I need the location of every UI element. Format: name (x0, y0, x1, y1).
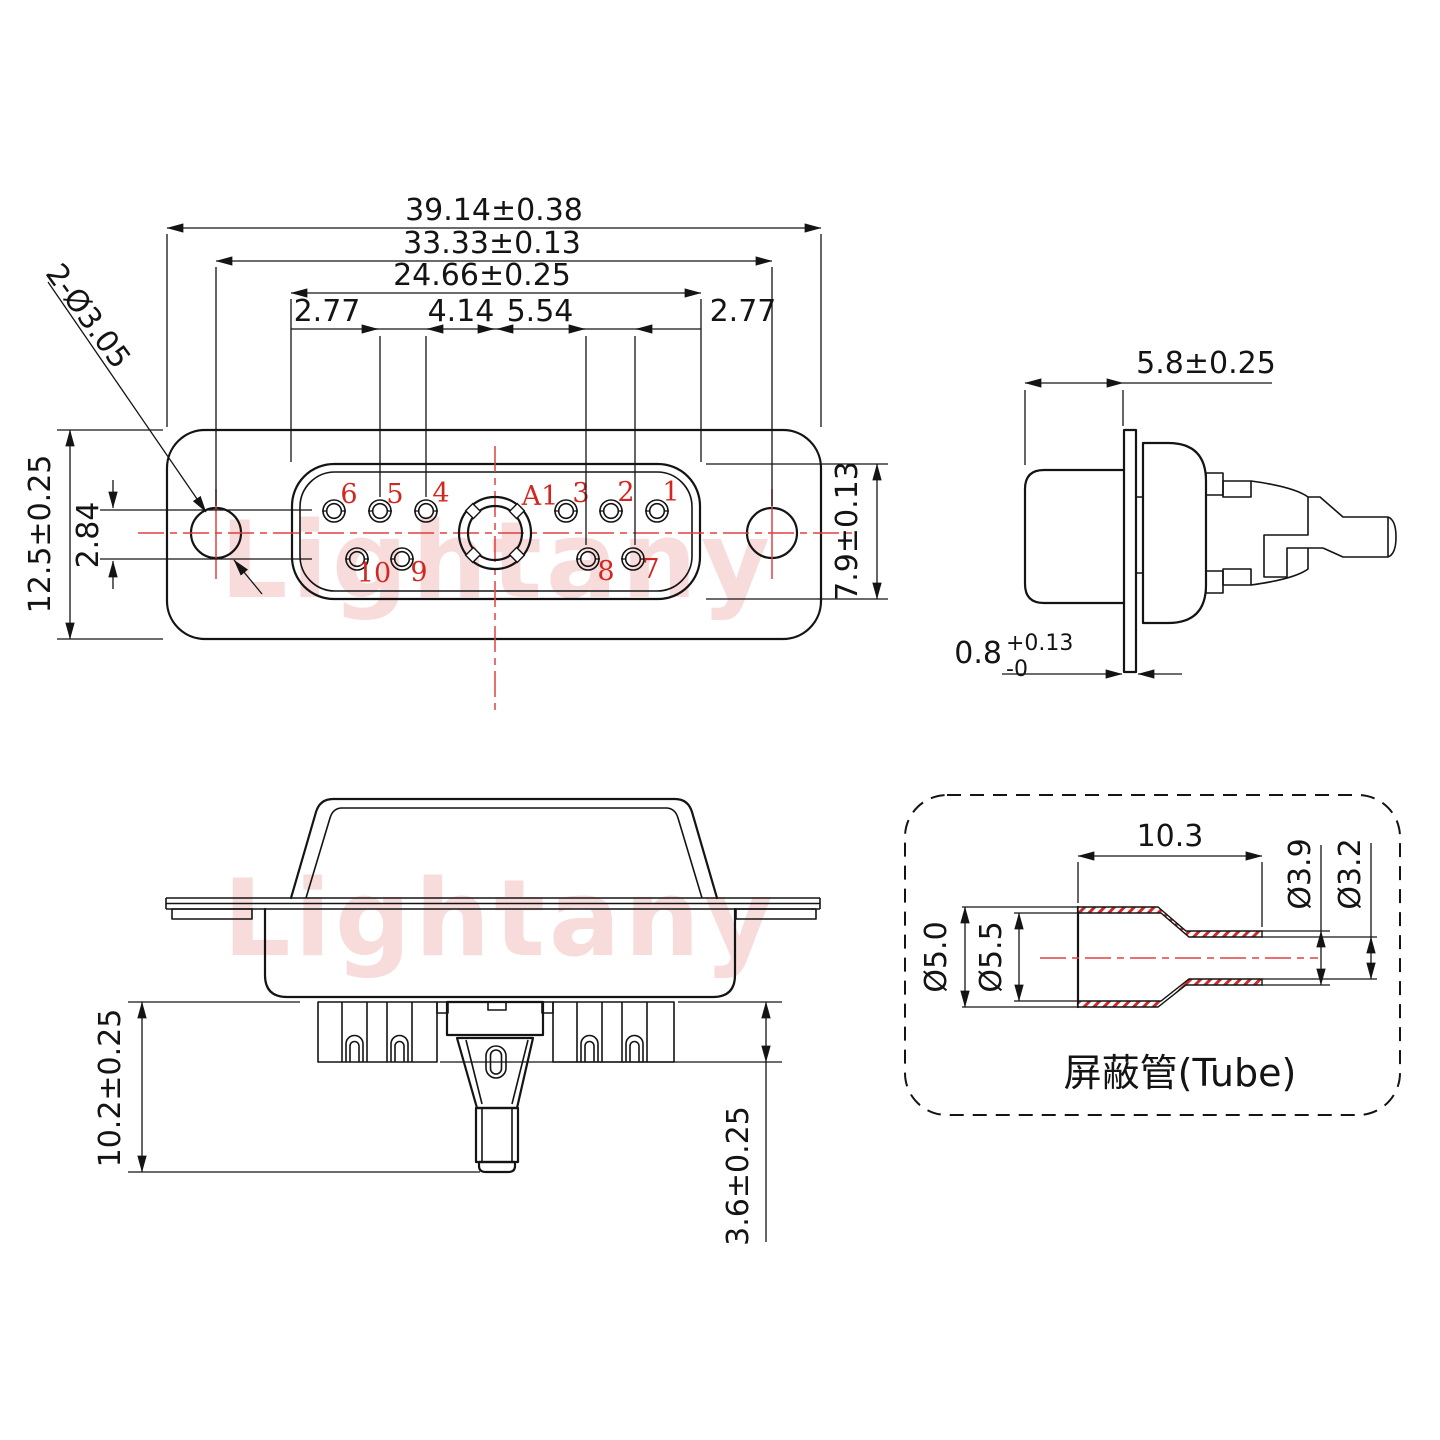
dim-flange-thickness-minus: -0 (1006, 657, 1028, 682)
pin-label-6: 6 (340, 479, 357, 510)
dim-body-height: 10.2±0.25 (93, 1009, 128, 1168)
pin-label-10: 10 (357, 558, 391, 589)
watermark-bottom: Lightany (223, 857, 777, 980)
dim-shell-width: 24.66±0.25 (393, 258, 571, 293)
pin-a1 (457, 495, 533, 571)
dim-flange-thickness-plus: +0.13 (1006, 631, 1073, 656)
dim-inner-large: Ø5.5 (974, 921, 1009, 992)
front-pin-labels: 6 5 4 A1 3 2 1 10 9 8 7 (340, 477, 679, 589)
dim-outer-large: Ø5.0 (919, 921, 954, 992)
dim-depth: 5.8±0.25 (1136, 346, 1276, 381)
pin-label-2: 2 (617, 477, 634, 508)
side-view: 5.8±0.25 0.8 +0.13 -0 (954, 346, 1397, 682)
pin-2 (599, 499, 623, 523)
side-view-outline (1023, 428, 1397, 674)
dim-pitch-mid2: 5.54 (507, 294, 574, 329)
pin-label-1: 1 (662, 477, 679, 508)
pin-3 (554, 499, 578, 523)
pin-label-7: 7 (642, 554, 659, 585)
dim-pitch-right: 2.77 (710, 294, 777, 329)
tube-outline (1040, 905, 1318, 1009)
front-view: 6 5 4 A1 3 2 1 10 9 8 7 39.14±0.38 33.33… (23, 193, 888, 716)
pin-label-9: 9 (410, 557, 427, 588)
bottom-dimensions: 10.2±0.25 3.6±0.25 (93, 1001, 782, 1246)
pin-5 (368, 499, 392, 523)
pin-9 (390, 547, 414, 571)
dim-hole-offset: 2.84 (71, 502, 106, 569)
front-pins (322, 495, 669, 571)
pin-label-3: 3 (572, 478, 589, 509)
bottom-view-outline (165, 797, 821, 1174)
tube-dimensions: Ø5.0 Ø5.5 10.3 Ø3.9 Ø3.2 (919, 819, 1377, 1008)
pin-10 (345, 547, 369, 571)
dim-contact-tail: 3.6±0.25 (721, 1106, 756, 1246)
dim-flange-height: 12.5±0.25 (23, 455, 58, 614)
pin-7 (621, 547, 645, 571)
dim-pitch-mid1: 4.14 (428, 294, 495, 329)
pin-label-8: 8 (597, 556, 614, 587)
tube-view: Ø5.0 Ø5.5 10.3 Ø3.9 Ø3.2 屏蔽管(Tube) (904, 794, 1401, 1116)
dim-shell-height: 7.9±0.13 (830, 461, 865, 601)
dim-inner-small: Ø3.2 (1333, 838, 1368, 909)
pin-6 (322, 499, 346, 523)
side-dimensions: 5.8±0.25 0.8 +0.13 -0 (954, 346, 1276, 682)
pin-4 (414, 499, 438, 523)
tube-label: 屏蔽管(Tube) (1064, 1051, 1297, 1095)
pin-1 (645, 499, 669, 523)
dim-mount-holes: 2-Ø3.05 (38, 257, 137, 375)
dim-pitch-left: 2.77 (294, 294, 361, 329)
pin-8 (576, 547, 600, 571)
pin-label-5: 5 (386, 479, 403, 510)
dim-hole-span: 33.33±0.13 (403, 226, 581, 261)
dim-flange-thickness: 0.8 (954, 636, 1002, 671)
pin-label-4: 4 (432, 478, 449, 509)
bottom-view: 10.2±0.25 3.6±0.25 (93, 797, 821, 1246)
dim-outer-small: Ø3.9 (1283, 838, 1318, 909)
dim-total-width: 39.14±0.38 (405, 193, 583, 228)
watermarks: Lightany Lightany (220, 499, 777, 980)
dim-tube-length: 10.3 (1137, 819, 1204, 854)
pin-label-a1: A1 (521, 481, 559, 512)
